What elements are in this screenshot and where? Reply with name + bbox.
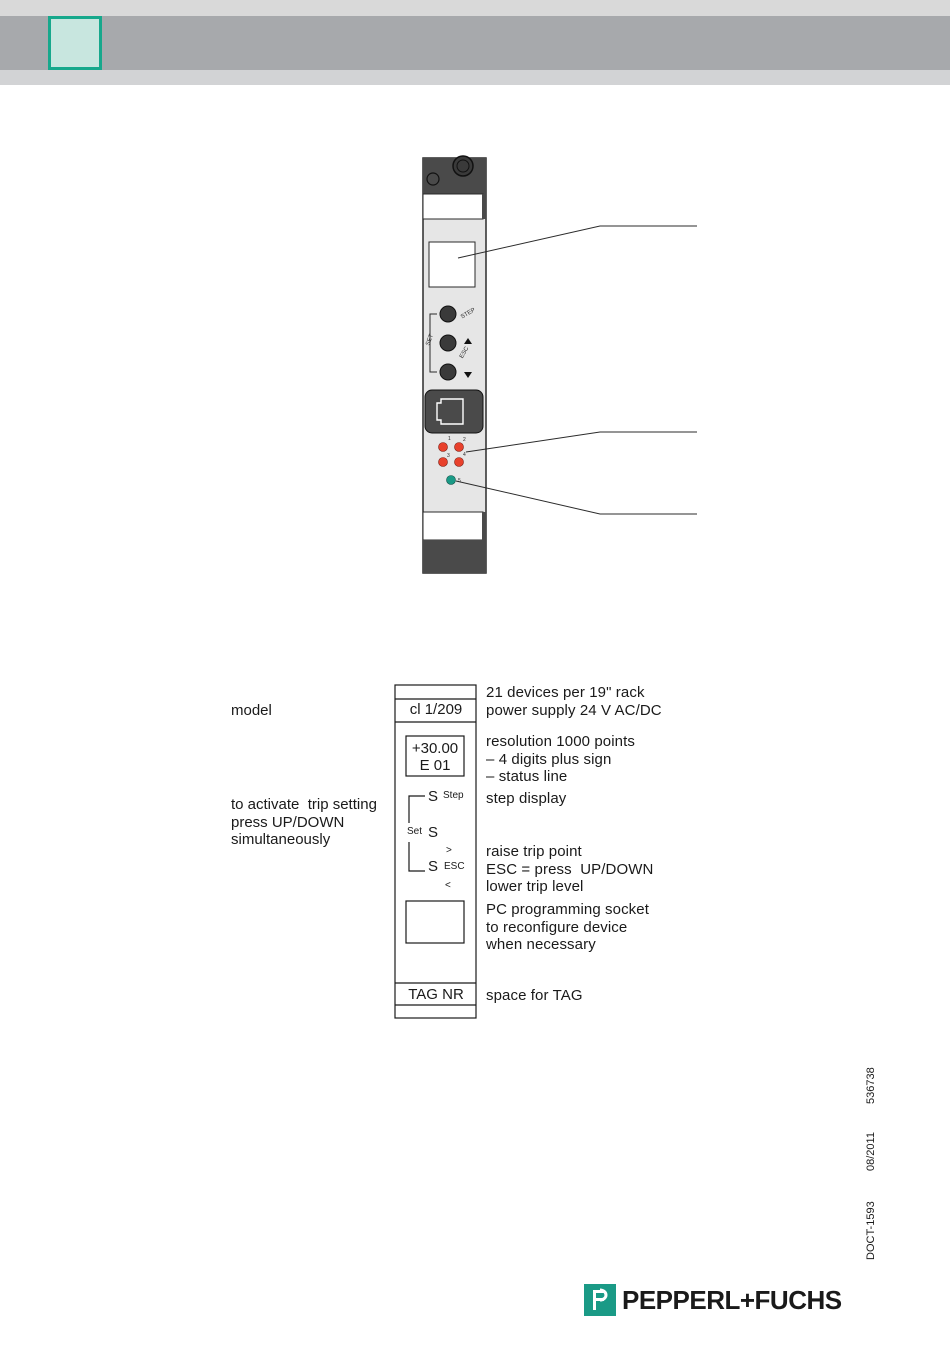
desc-step: step display bbox=[486, 790, 567, 807]
part-number: 536738 bbox=[865, 1067, 877, 1104]
led-num-3: 3 bbox=[447, 453, 450, 459]
device-body bbox=[422, 157, 487, 574]
doc-number: DOCT-1593 bbox=[865, 1201, 877, 1260]
set-mini-label: SET bbox=[425, 333, 435, 346]
callout-status-led bbox=[455, 480, 697, 515]
header-band bbox=[0, 16, 950, 70]
esc-key-symbol: S bbox=[428, 858, 439, 875]
step-key-label: Step bbox=[443, 790, 464, 801]
set-key-label: Set bbox=[407, 826, 423, 837]
desc-power: power supply 24 V AC/DC bbox=[486, 702, 662, 719]
step-key-symbol: S bbox=[428, 788, 439, 805]
panel-display-box bbox=[405, 735, 465, 777]
down-button bbox=[439, 363, 457, 381]
lower-label-field bbox=[422, 511, 484, 541]
led-1 bbox=[438, 442, 448, 452]
led-4 bbox=[454, 457, 464, 467]
step-button bbox=[439, 305, 457, 323]
led-num-2: 2 bbox=[463, 437, 466, 443]
brand-name: PEPPERL+FUCHS bbox=[622, 1284, 842, 1315]
desc-raise: raise trip point ESC = press UP/DOWN low… bbox=[486, 843, 654, 895]
raise-symbol: > bbox=[446, 845, 452, 856]
display-status: E 01 bbox=[419, 757, 451, 774]
chapter-marker bbox=[48, 16, 102, 70]
led-num-4: 4 bbox=[463, 452, 466, 458]
doc-date: 08/2011 bbox=[865, 1132, 877, 1171]
up-arrow-icon bbox=[464, 338, 472, 344]
esc-key-label: ESC bbox=[444, 861, 465, 872]
up-button bbox=[439, 334, 457, 352]
tag-field: TAG NR bbox=[408, 986, 464, 1003]
esc-mini-label: ESC bbox=[459, 345, 471, 359]
brand-logo: PEPPERL+FUCHS bbox=[584, 1283, 842, 1317]
panel-socket-box bbox=[405, 900, 465, 944]
display-window bbox=[428, 241, 476, 288]
trip-setting-note: to activate trip setting press UP/DOWN s… bbox=[231, 796, 377, 848]
desc-resolution: resolution 1000 points – 4 digits plus s… bbox=[486, 733, 635, 785]
callout-display bbox=[457, 225, 697, 259]
led-num-5: 5 bbox=[458, 478, 461, 484]
pc-socket bbox=[424, 389, 484, 434]
led-5 bbox=[446, 475, 456, 485]
lower-symbol: < bbox=[445, 880, 451, 891]
model-value: cl 1/209 bbox=[409, 701, 463, 718]
device-front-view: SET STEP ESC 1 2 3 4 5 bbox=[422, 155, 697, 574]
callout-leds bbox=[465, 431, 697, 453]
desc-tag: space for TAG bbox=[486, 987, 583, 1004]
desc-pc: PC programming socket to reconfigure dev… bbox=[486, 901, 649, 953]
screw-large bbox=[452, 155, 474, 177]
screw-small bbox=[426, 172, 440, 186]
pf-logo-icon bbox=[584, 1284, 616, 1316]
set-key-symbol: S bbox=[428, 824, 439, 841]
led-num-1: 1 bbox=[448, 436, 451, 442]
header-bottom-strip bbox=[0, 70, 950, 85]
socket-outline bbox=[436, 398, 464, 425]
led-3 bbox=[438, 457, 448, 467]
desc-rack: 21 devices per 19" rack bbox=[486, 684, 645, 701]
display-value: +30.00 bbox=[411, 740, 459, 757]
device-bottom-cap bbox=[423, 540, 486, 573]
panel-frame bbox=[394, 684, 477, 1019]
model-label: model bbox=[231, 702, 272, 719]
down-arrow-icon bbox=[464, 372, 472, 378]
header-top-strip bbox=[0, 0, 950, 16]
led-2 bbox=[454, 442, 464, 452]
